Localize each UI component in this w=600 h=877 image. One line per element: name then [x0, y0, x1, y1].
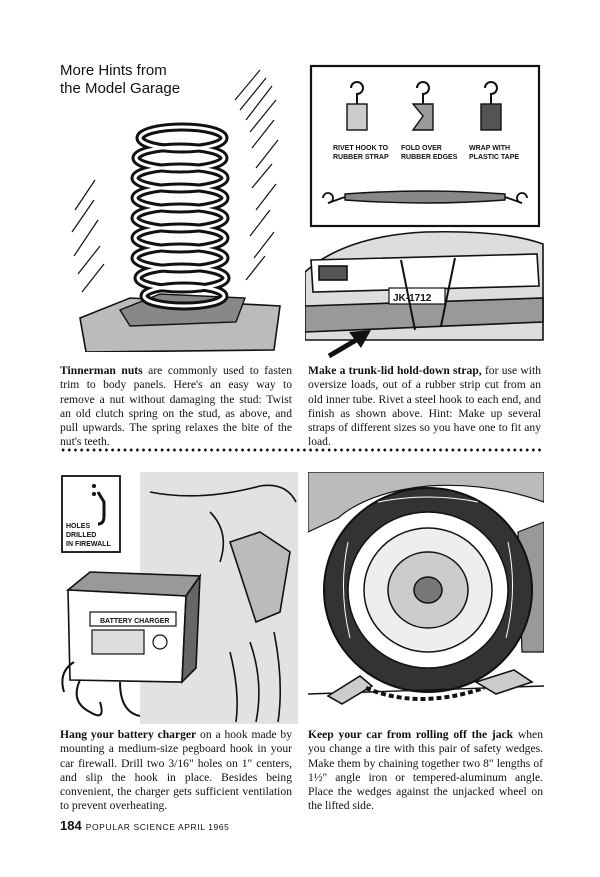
title-line-1: More Hints from: [60, 62, 167, 79]
hook-icon: [96, 491, 106, 526]
caption-strap-lead: Make a trunk-lid hold-down strap,: [308, 364, 482, 377]
caption-tinnerman-body: are commonly used to fasten trim to body…: [60, 364, 292, 449]
caption-strap: Make a trunk-lid hold-down strap, for us…: [308, 364, 541, 450]
charger-label: BATTERY CHARGER: [100, 618, 169, 625]
caption-tinnerman: Tinnerman nuts are commonly used to fast…: [60, 364, 292, 450]
caption-jack-body: when you change a tire with this pair of…: [308, 728, 543, 813]
hook-icon: [350, 81, 498, 104]
footer-publication: POPULAR SCIENCE APRIL 1965: [85, 822, 230, 832]
charger-cables: [61, 661, 141, 717]
caption-charger: Hang your battery charger on a hook made…: [60, 728, 292, 814]
full-strap: [322, 192, 528, 204]
label-fold-2: RUBBER EDGES: [401, 154, 458, 161]
chain: [365, 686, 485, 701]
caption-tinnerman-lead: Tinnerman nuts: [60, 364, 143, 377]
battery-charger: [65, 571, 202, 685]
title-line-2: the Model Garage: [60, 80, 181, 97]
label-wrap-2: PLASTIC TAPE: [469, 154, 519, 161]
car-rear: [305, 230, 544, 341]
holes-inset: [61, 475, 121, 553]
caption-strap-body: for use with oversize loads, out of a ru…: [308, 364, 542, 449]
page-number: 184: [60, 818, 82, 833]
label-rivet-2: RUBBER STRAP: [333, 154, 389, 161]
charger-illustration: HOLES DRILLED IN FIREWALL BATTERY CHARGE…: [60, 472, 298, 724]
plate-text: JK-1712: [393, 293, 432, 304]
caption-jack-lead: Keep your car from rolling off the jack: [308, 728, 514, 741]
spring-illustration: [60, 60, 300, 352]
strap-end-pieces: [346, 103, 502, 131]
holes-line-1: HOLES: [66, 523, 90, 530]
caption-jack: Keep your car from rolling off the jack …: [308, 728, 543, 814]
hatch-shading: [71, 69, 279, 293]
dotted-divider: [60, 447, 543, 453]
label-wrap-1: WRAP WITH: [469, 145, 510, 152]
engine-wiring: [149, 484, 297, 723]
strap-illustration: RIVET HOOK TO RUBBER STRAP FOLD OVER RUB…: [305, 60, 545, 358]
caption-charger-lead: Hang your battery charger: [60, 728, 197, 741]
safety-wedge: [326, 675, 374, 705]
holes-line-3: IN FIREWALL: [66, 541, 111, 548]
caption-charger-body: on a hook made by mounting a medium-size…: [60, 728, 292, 813]
label-rivet-1: RIVET HOOK TO: [333, 145, 389, 152]
page-title: More Hints from the Model Garage: [60, 62, 180, 98]
license-plate: [388, 287, 446, 305]
holes-line-2: DRILLED: [66, 532, 96, 539]
wheel-wedge-illustration: [308, 472, 544, 722]
tire: [323, 487, 533, 693]
clutch-spring: [130, 122, 231, 311]
safety-wedge: [474, 669, 534, 695]
label-fold-1: FOLD OVER: [401, 145, 442, 152]
